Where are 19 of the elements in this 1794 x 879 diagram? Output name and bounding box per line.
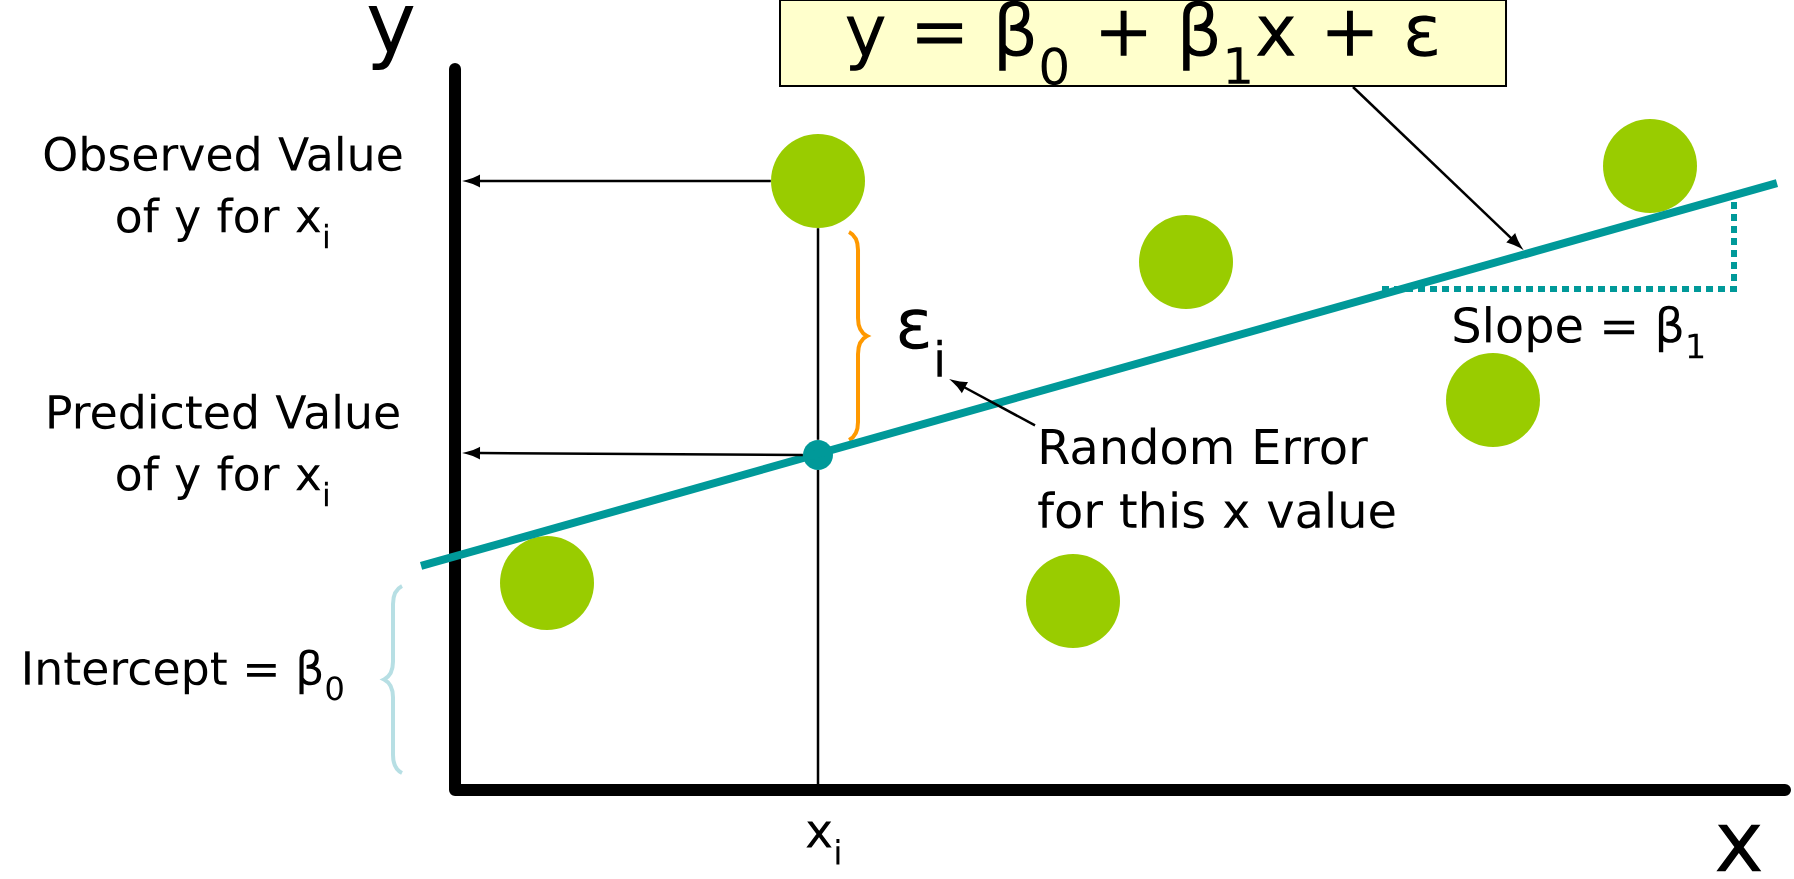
tick-label: x$_{i}$ — [806, 821, 840, 865]
arrow — [1352, 86, 1522, 248]
arrow — [952, 380, 1036, 427]
data-point — [771, 134, 865, 228]
predicted-value-label: Predicted Value of y for x$_{i}$ — [49, 393, 399, 507]
observed-value-label: Observed Value of y for x$_{i}$ — [44, 135, 402, 249]
error-label: ε$_{i}$ — [899, 309, 942, 377]
intercept-label: Intercept = β$_{0}$ — [25, 649, 343, 701]
slope-label: Slope = β$_{1}$ — [1454, 305, 1704, 359]
axis-label: y — [368, 6, 414, 70]
data-point — [1603, 119, 1697, 213]
axis-label: x — [1716, 824, 1762, 872]
formula-box: y = β$_{0}$ + β$_{1}$x + ε — [779, 0, 1507, 87]
data-point — [500, 536, 594, 630]
data-point — [1446, 353, 1540, 447]
annotation-text: Random Error for this x value — [1038, 427, 1395, 529]
regression-line — [419, 179, 1779, 570]
data-point — [1139, 215, 1233, 309]
data-point — [1026, 554, 1120, 648]
